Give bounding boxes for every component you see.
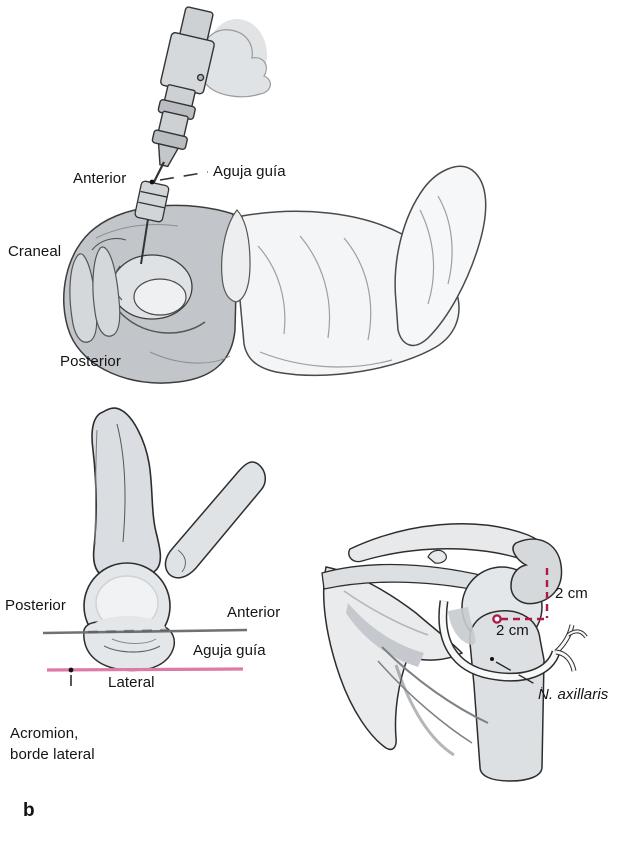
anterior-view-illustration xyxy=(321,523,588,782)
needle-callout-leader xyxy=(159,171,209,181)
humeral-head xyxy=(83,562,176,672)
label-lat-guide-needle: Aguja guía xyxy=(193,642,266,659)
suture-wire xyxy=(117,309,206,334)
draped-arm xyxy=(239,165,487,377)
clavicle-bone xyxy=(164,461,266,579)
acromion-border-dot xyxy=(68,667,74,673)
infraspinatus-fossa-shade xyxy=(346,603,424,667)
label-acromion-line2: borde lateral xyxy=(10,746,95,763)
clavicle xyxy=(348,523,551,566)
gripping-hand-sketch xyxy=(200,19,271,98)
label-acromion-border: Acromion, borde lateral xyxy=(10,723,95,765)
label-top-guide-needle: Aguja guía xyxy=(213,163,286,180)
label-nerve: N. axillaris xyxy=(538,686,609,703)
label-lat-anterior: Anterior xyxy=(227,604,281,621)
label-lat-posterior: Posterior xyxy=(5,597,66,614)
surgical-drill xyxy=(151,6,215,168)
top-illustration xyxy=(63,6,487,384)
knuckle-curve xyxy=(91,237,127,251)
humerus-shaft xyxy=(448,607,545,782)
shoulder-sketch-lines xyxy=(95,224,231,364)
triceps-strands xyxy=(377,646,489,744)
label-top-anterior: Anterior xyxy=(73,170,127,187)
axillary-nerve xyxy=(438,600,588,682)
shoulder-region xyxy=(63,204,251,384)
label-acromion-line1: Acromion, xyxy=(10,725,79,742)
label-distance-horizontal: 2 cm xyxy=(496,622,529,639)
entry-point-ring xyxy=(492,614,502,624)
nerve-callout-dot xyxy=(490,657,494,661)
label-top-cranial: Craneal xyxy=(8,243,62,260)
guide-needle-tip xyxy=(140,218,149,265)
label-lat-lateral: Lateral xyxy=(108,674,155,691)
forearm-sleeve xyxy=(394,165,487,347)
surgeon-finger-2 xyxy=(92,246,121,337)
acromion-bone xyxy=(91,407,162,581)
acromion-lateral-border-line xyxy=(46,667,244,672)
lateral-view-illustration xyxy=(42,407,266,690)
label-top-posterior: Posterior xyxy=(60,353,121,370)
humeral-head-bump xyxy=(133,278,187,316)
acromion-hook xyxy=(510,538,563,605)
surgeon-finger-1 xyxy=(69,253,98,343)
guide-needle-inside-bone xyxy=(87,628,169,634)
scapula-body xyxy=(322,566,464,757)
nerve-callout-leader xyxy=(495,661,543,689)
sleeve-cuff xyxy=(221,209,251,303)
sleeve-folds xyxy=(257,195,453,368)
needle-callout-dot xyxy=(149,179,155,185)
distance-measurement xyxy=(492,568,549,624)
label-distance-vertical: 2 cm xyxy=(555,585,588,602)
panel-label: b xyxy=(23,800,35,821)
